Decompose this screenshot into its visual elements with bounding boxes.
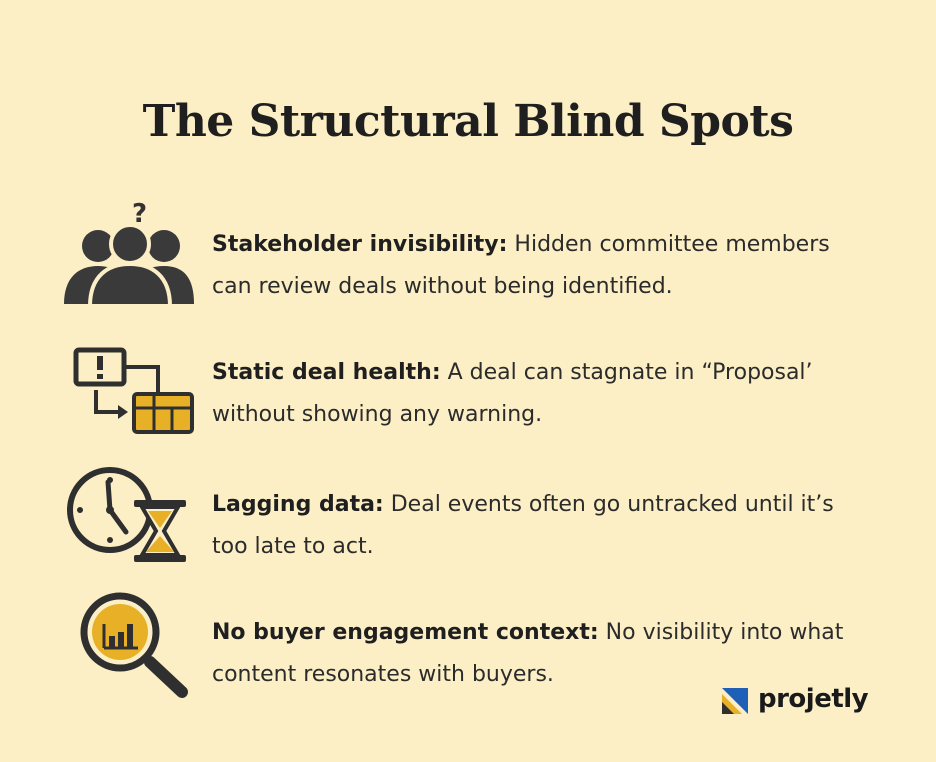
- blind-spot-body: A deal can stagnate in “Proposal’ withou…: [212, 360, 813, 427]
- blind-spot-lagging-data: Lagging data: Deal events often go untra…: [60, 460, 880, 570]
- blind-spot-text: No buyer engagement context: No visibili…: [212, 612, 872, 696]
- clock-hourglass-icon: [60, 460, 200, 570]
- people-question-icon: ?: [60, 199, 200, 310]
- blind-spot-text: Lagging data: Deal events often go untra…: [212, 484, 872, 568]
- blind-spot-body: Deal events often go untracked until it’…: [212, 492, 834, 559]
- blind-spot-engagement: No buyer engagement context: No visibili…: [60, 588, 880, 698]
- logo-text: projetly: [758, 684, 869, 714]
- blind-spot-heading: No buyer engagement context:: [212, 620, 599, 645]
- projetly-logo: projetly: [720, 684, 880, 716]
- blind-spot-body: Hidden committee members can review deal…: [212, 232, 830, 299]
- warning-flow-icon: [60, 328, 200, 438]
- blind-spot-stakeholder: ? Stakeholder invisibility: Hidden commi…: [60, 199, 880, 310]
- blind-spot-heading: Stakeholder invisibility:: [212, 232, 508, 257]
- projetly-logo-icon: [722, 688, 748, 714]
- blind-spot-heading: Lagging data:: [212, 492, 384, 517]
- magnifier-chart-icon: [60, 588, 200, 698]
- blind-spot-text: Static deal health: A deal can stagnate …: [212, 352, 872, 436]
- blind-spot-heading: Static deal health:: [212, 360, 441, 385]
- page-title: The Structural Blind Spots: [142, 96, 794, 147]
- svg-text:?: ?: [132, 200, 147, 229]
- blind-spot-deal-health: Static deal health: A deal can stagnate …: [60, 328, 880, 438]
- blind-spot-body: No visibility into what content resonate…: [212, 620, 844, 687]
- blind-spot-text: Stakeholder invisibility: Hidden committ…: [212, 224, 872, 308]
